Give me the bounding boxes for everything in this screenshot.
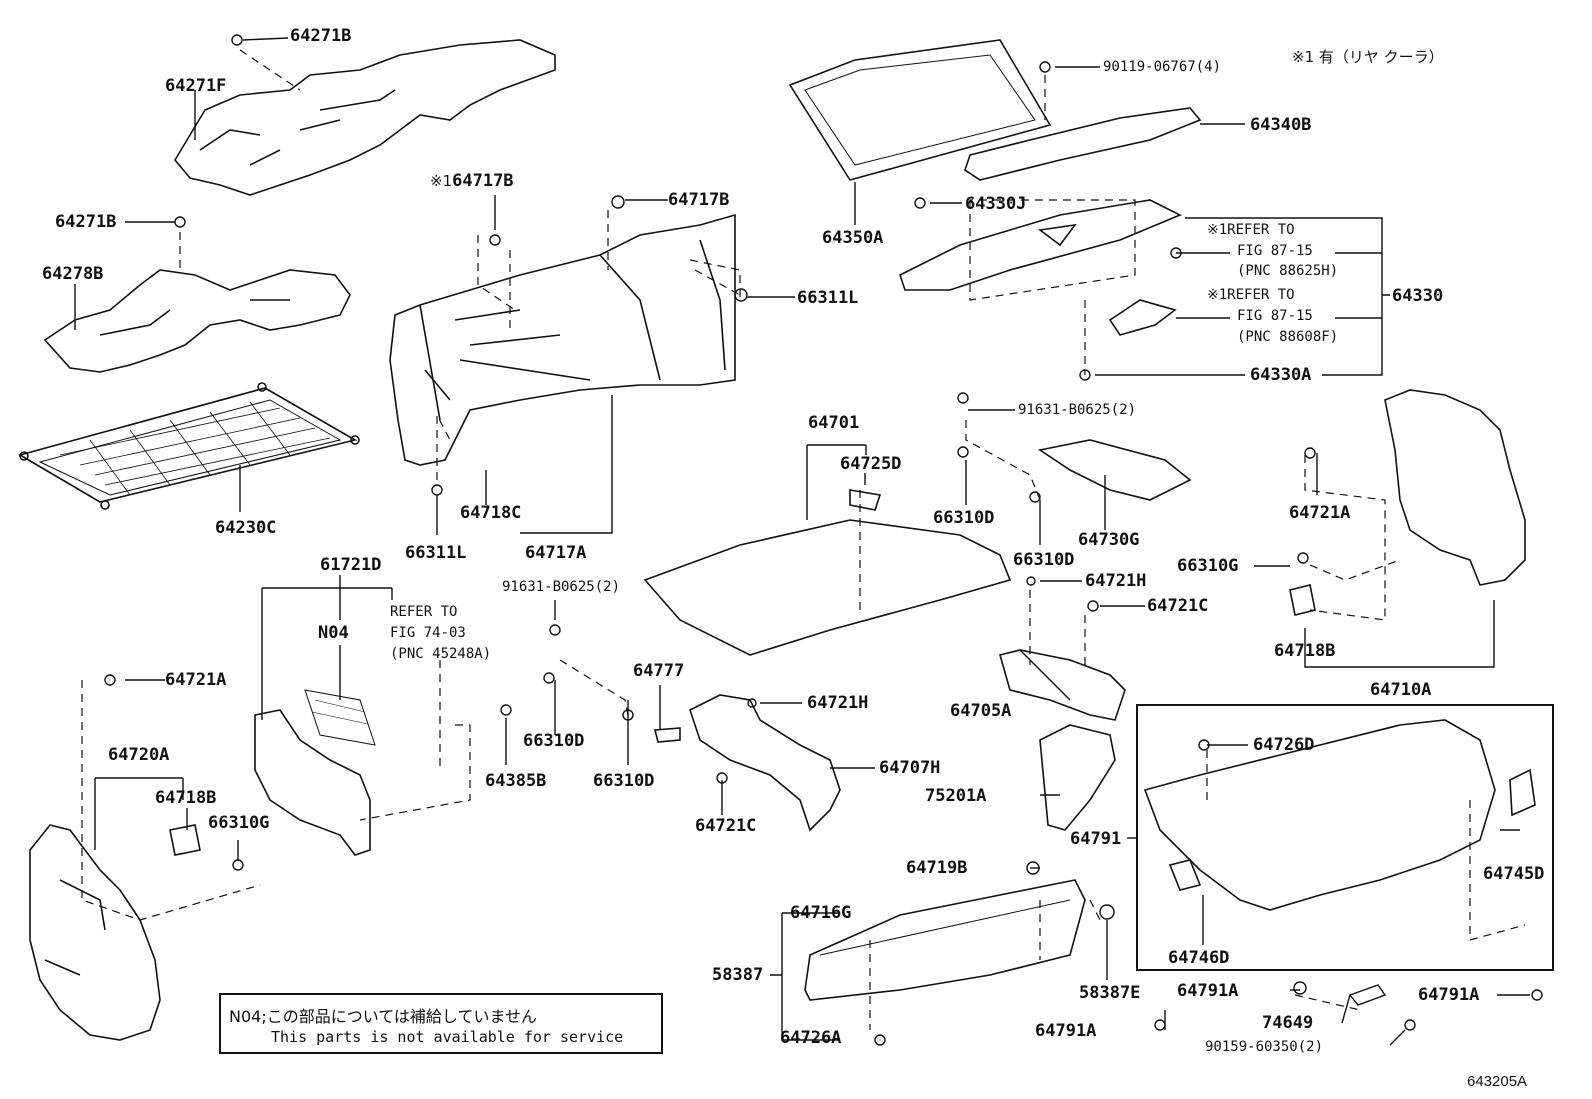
label-64350A: 64350A [822, 228, 884, 248]
storage-box-61721D [254, 689, 376, 856]
quarter-panel-64720A [29, 824, 201, 1041]
label-58387: 58387 [712, 965, 764, 985]
label-66310D-b: 66310D [593, 771, 655, 791]
cover-64330 [899, 199, 1182, 336]
label-64385B: 64385B [485, 771, 547, 791]
label-64720A: 64720A [108, 745, 170, 765]
label-64271B-top: 64271B [290, 26, 352, 46]
refer-88625-l1: ※1REFER TO [1207, 222, 1295, 238]
label-64718B-left: 64718B [155, 788, 217, 808]
label-66311L-a: 66311L [797, 288, 859, 308]
service-note-en: This parts is not available for service [271, 1028, 624, 1046]
label-90119: 90119-06767(4) [1103, 59, 1222, 75]
refer-88608-l1: ※1REFER TO [1207, 287, 1295, 303]
label-66310D-c: 66310D [933, 508, 995, 528]
label-64719B: 64719B [906, 858, 968, 878]
label-64710A: 64710A [1370, 680, 1432, 700]
label-64721H-right: 64721H [1085, 571, 1147, 591]
legend-rear-cooler: ※1 有（リヤ クーラ） [1292, 48, 1444, 66]
label-64730G: 64730G [1078, 530, 1140, 550]
scuff-plate-58387 [804, 879, 1086, 1001]
label-61721D: 61721D [320, 555, 382, 575]
dashed-assembly-lines [81, 49, 1526, 1030]
label-64721A-left: 64721A [165, 670, 227, 690]
service-note: N04;この部品については補給していません This parts is not … [219, 993, 663, 1054]
label-66310D-a: 66310D [523, 731, 585, 751]
label-64791A-a: 64791A [1035, 1021, 1097, 1041]
label-64718B-right: 64718B [1274, 641, 1336, 661]
label-74649: 74649 [1262, 1013, 1314, 1033]
label-64271F: 64271F [165, 76, 227, 96]
label-64777: 64777 [633, 661, 685, 681]
label-N04: N04 [318, 623, 349, 643]
label-90159: 90159-60350(2) [1205, 1039, 1324, 1055]
bracket-75201A [1039, 724, 1116, 831]
refer-61721-l1: REFER TO [390, 604, 458, 620]
label-64271B-mid: 64271B [55, 212, 117, 232]
label-64721C-right: 64721C [1147, 596, 1209, 616]
label-64746D: 64746D [1168, 948, 1230, 968]
label-64717B-a: ※164717B [430, 173, 514, 190]
refer-88625-l2: FIG 87-15 [1237, 243, 1313, 259]
label-64745D: 64745D [1483, 864, 1545, 884]
label-64725D: 64725D [840, 454, 902, 474]
label-91631-mid: 91631-B0625(2) [502, 579, 621, 595]
label-64721C-mid: 64721C [695, 816, 757, 836]
label-64791A-c: 64791A [1418, 985, 1480, 1005]
refer-61721-l3: (PNC 45248A) [390, 646, 492, 662]
label-75201A: 75201A [925, 786, 987, 806]
service-note-jp: N04;この部品については補給していません [229, 1007, 537, 1026]
label-64330A: 64330A [1250, 365, 1312, 385]
refer-61721-l2: FIG 74-03 [390, 625, 466, 641]
label-64721A-right: 64721A [1289, 503, 1351, 523]
label-64726A: 64726A [780, 1028, 842, 1048]
label-64717B-b: 64717B [668, 190, 730, 210]
label-64278B: 64278B [42, 264, 104, 284]
label-66310G-right: 66310G [1177, 556, 1239, 576]
leader-lines [74, 37, 1530, 1046]
quarter-panel-64710A [1289, 389, 1526, 616]
label-64721H-mid: 64721H [807, 693, 869, 713]
refer-88608-l2: FIG 87-15 [1237, 308, 1313, 324]
cargo-net-64230C [17, 382, 360, 510]
label-66310G-left: 66310G [208, 813, 270, 833]
side-panel-64717A [389, 213, 736, 466]
label-64791A-b: 64791A [1177, 981, 1239, 1001]
tray-64707H [653, 694, 841, 832]
trim-64340B [964, 107, 1202, 181]
label-64791: 64791 [1070, 829, 1122, 849]
label-64707H: 64707H [879, 758, 941, 778]
label-91631-right: 91631-B0625(2) [1018, 402, 1137, 418]
floor-board-64701 [643, 489, 1012, 656]
fasteners [104, 34, 1543, 1046]
refer-88608-l3: (PNC 88608F) [1237, 329, 1339, 345]
cover-64730G [1037, 439, 1192, 501]
rear-cooler-mark: ※1 [430, 172, 453, 190]
label-58387E: 58387E [1079, 983, 1141, 1003]
label-64330J: 64330J [965, 194, 1027, 214]
insulator-64278B [43, 269, 351, 373]
label-64701: 64701 [808, 413, 860, 433]
label-64330: 64330 [1392, 286, 1444, 306]
label-64705A: 64705A [950, 701, 1012, 721]
label-66310D-d: 66310D [1013, 550, 1075, 570]
label-64230C: 64230C [215, 518, 277, 538]
label-64717B-a-text: 64717B [452, 171, 514, 191]
tray-64705A [999, 649, 1126, 721]
label-66311L-b: 66311L [405, 543, 467, 563]
label-64717A: 64717A [525, 543, 587, 563]
label-64718C: 64718C [460, 503, 522, 523]
insulator-64271F [174, 39, 556, 196]
refer-88625-l3: (PNC 88625H) [1237, 263, 1339, 279]
label-64716G: 64716G [790, 903, 852, 923]
back-door-trim-64791 [1143, 719, 1536, 911]
tonneau-64350A [788, 39, 1052, 181]
label-64340B: 64340B [1250, 115, 1312, 135]
label-64726D: 64726D [1253, 735, 1315, 755]
figure-id: 643205A [1467, 1073, 1528, 1090]
